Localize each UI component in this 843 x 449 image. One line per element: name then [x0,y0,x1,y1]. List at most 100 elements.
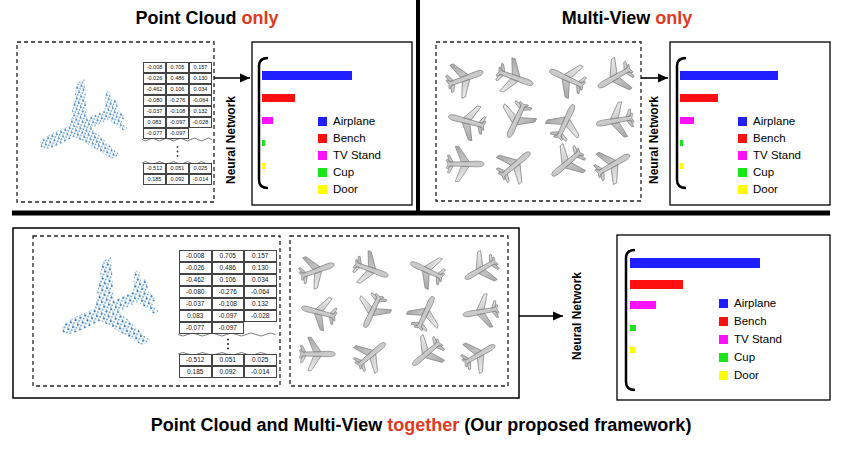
legend-text: TV Stand [333,149,381,161]
cell-value: 0.705 [220,253,236,260]
table-cell: 0.486 [166,73,189,84]
cell-value: 0.083 [148,120,162,126]
table-cell: -0.097 [212,310,245,322]
view-image [402,329,451,378]
table-cell: 0.106 [166,84,189,95]
cell-value: 0.092 [220,369,236,376]
network-label: Neural Network [224,96,238,184]
legend-swatch [738,185,747,194]
heading-text: (Our proposed framework) [464,414,691,436]
view-image [492,96,540,145]
cell-value: -0.028 [193,120,209,126]
table-cell: -0.037 [179,298,212,310]
cell-value: -0.097 [170,120,186,126]
heading-line: Point Cloud and Multi-Viewtogether(Our p… [151,414,692,436]
table-cell: -0.108 [166,106,189,117]
table-cell: 0.092 [166,174,189,185]
cell-value: 0.034 [252,277,268,284]
cell-value: 0.185 [148,177,162,183]
score-bar [680,163,683,169]
legend-swatch [719,317,728,326]
cell-value: -0.064 [193,98,209,104]
cell-value: 0.092 [171,177,185,183]
cell-value: -0.462 [186,277,204,284]
legend-row: Bench [719,313,767,329]
legend-text: Door [333,183,358,195]
cell-value: 0.132 [252,301,268,308]
cell-value: -0.077 [147,131,163,137]
cell-value: 0.157 [194,65,208,71]
heading-text: only [242,7,279,29]
legend-text: Bench [753,132,786,144]
table-cell: 0.157 [244,250,277,262]
legend-row: TV Stand [318,147,381,163]
table-cell: -0.014 [189,174,212,185]
input-box [290,236,508,386]
cell-value: 0.130 [194,76,208,82]
score-bar [630,325,636,331]
table-cell: -0.028 [189,117,212,128]
score-bar [262,94,295,102]
legend-swatch [318,134,327,143]
cell-value: -0.097 [170,131,186,137]
output-box [617,235,830,400]
legend-swatch [318,117,327,126]
cell-value: 0.106 [171,87,185,93]
cell-value: -0.014 [193,177,209,183]
table-cell: 0.025 [189,163,212,174]
divider-line [416,0,420,213]
table-cell: 0.034 [244,274,277,286]
table-cell: -0.008 [179,250,212,262]
ellipsis-dot [227,338,229,340]
legend-text: Cup [333,166,354,178]
table-cell: 0.132 [244,298,277,310]
table-cell: -0.037 [143,106,166,117]
cell-value: -0.008 [147,65,163,71]
ellipsis-dot [227,343,229,345]
flow-arrow [214,77,250,79]
score-bar [262,71,352,80]
score-bar [680,140,683,146]
point-cloud [23,70,139,184]
cell-value: 0.034 [194,87,208,93]
cell-value: -0.108 [219,301,237,308]
legend-row: Cup [719,349,755,365]
cell-value: -0.077 [186,325,204,332]
table-cell: -0.462 [179,274,212,286]
table-cell: -0.014 [244,366,277,378]
view-image [403,248,450,293]
legend-row: Cup [738,164,774,180]
table-cell: -0.097 [166,117,189,128]
heading-text: together [387,414,459,436]
heading-text: only [655,7,692,29]
output-box [670,42,830,205]
score-bar [680,71,778,80]
view-image [442,55,489,101]
table-cell: 0.185 [179,366,212,378]
ellipsis-dot [177,155,179,157]
table-cell: -0.512 [179,354,212,366]
legend-swatch [738,117,747,126]
table-cell: 0.106 [212,274,245,286]
legend-row: TV Stand [738,147,801,163]
cell-value: -0.512 [186,357,204,364]
cell-value: -0.080 [186,289,204,296]
view-image [542,97,590,146]
table-cell: 0.157 [189,62,212,73]
legend-text: Bench [333,132,366,144]
legend-row: Door [318,181,358,197]
table-cell: 0.486 [212,262,245,274]
cell-value: -0.512 [147,166,163,172]
table-cell: 0.083 [143,117,166,128]
view-image [541,138,592,189]
table-cell: 0.051 [166,163,189,174]
table-cell: -0.080 [179,286,212,298]
cell-value: 0.486 [220,265,236,272]
legend-text: Door [753,183,778,195]
table-cell: -0.512 [143,163,166,174]
table-cell: -0.077 [179,322,212,334]
cell-value: -0.026 [147,76,163,82]
legend-text: Airplane [333,115,375,127]
cell-value: 0.157 [252,253,268,260]
